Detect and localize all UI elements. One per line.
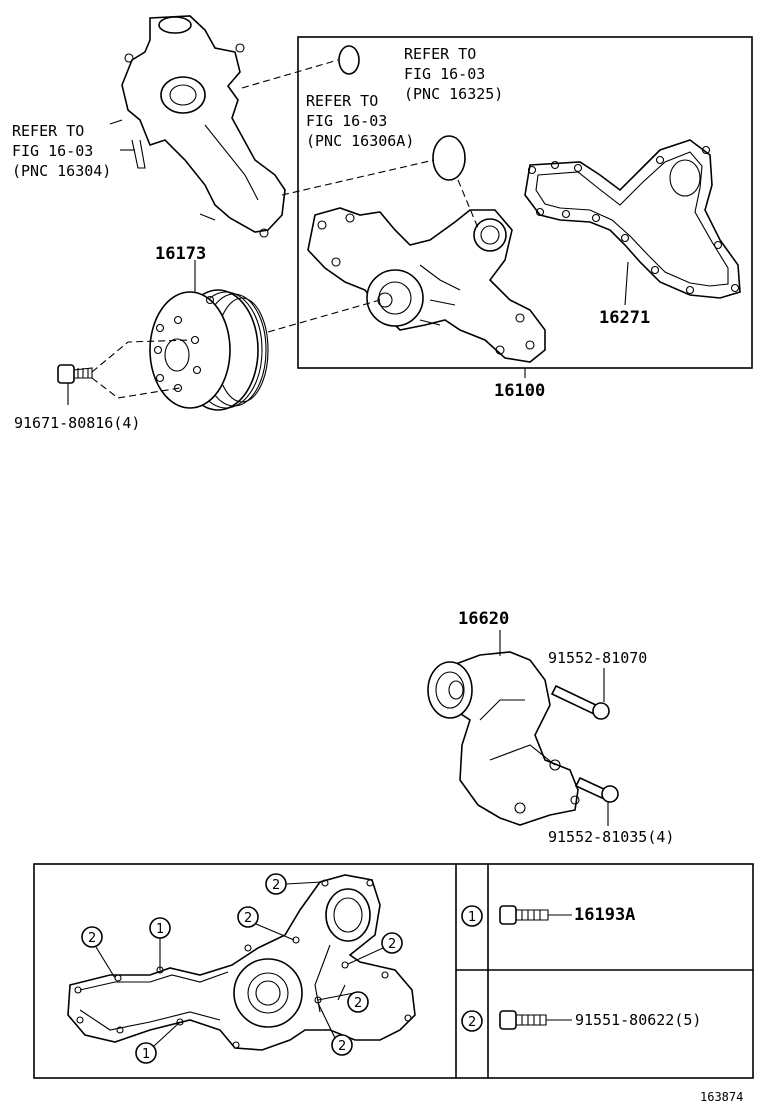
water-pump-body <box>307 207 546 363</box>
callout-2-e: 2 <box>317 991 369 1013</box>
refer-label-a-line-3: (PNC 16325) <box>404 85 503 103</box>
svg-text:2: 2 <box>468 1015 476 1030</box>
svg-text:2: 2 <box>388 937 396 952</box>
svg-text:1: 1 <box>468 910 476 925</box>
part-number-tensioner-bolt-a: 91552-81070 <box>548 649 647 667</box>
pulley-bolt <box>57 364 93 384</box>
part-number-91551-80622: 91551-80622(5) <box>575 1011 701 1029</box>
svg-text:2: 2 <box>244 911 252 926</box>
part-number-tensioner-bolt-b: 91552-81035(4) <box>548 828 674 846</box>
refer-label-b-line-3: (PNC 16306A) <box>306 132 414 150</box>
legend-callout-2: 2 <box>461 1010 483 1032</box>
refer-label-b-line-1: REFER TO <box>306 92 378 110</box>
figure-id: 163874 <box>700 1090 743 1104</box>
refer-label-c-line-1: REFER TO <box>12 122 84 140</box>
part-number-16271: 16271 <box>599 308 650 328</box>
svg-text:1: 1 <box>142 1047 150 1062</box>
legend-callout-1: 1 <box>461 905 483 927</box>
part-number-16100: 16100 <box>494 381 545 401</box>
water-pump-pulley <box>149 289 269 411</box>
refer-label-a-line-2: FIG 16-03 <box>404 65 485 83</box>
part-number-16173: 16173 <box>155 244 206 264</box>
tensioner-bolt-b <box>574 776 619 803</box>
callout-2-c: 2 <box>237 906 295 941</box>
o-ring-small <box>338 45 360 75</box>
callout-1-a: 1 <box>149 917 171 970</box>
part-number-pulley-bolt: 91671-80816(4) <box>14 414 140 432</box>
svg-text:2: 2 <box>354 996 362 1011</box>
callout-2-d: 2 <box>347 932 403 965</box>
refer-label-a-line-1: REFER TO <box>404 45 476 63</box>
svg-text:1: 1 <box>156 922 164 937</box>
o-ring-large <box>432 135 466 181</box>
tensioner-bolt-a <box>550 684 610 720</box>
bolt-location-pump-outline <box>67 874 416 1051</box>
belt-tensioner <box>427 651 580 826</box>
water-pump-gasket <box>524 139 741 299</box>
svg-text:2: 2 <box>88 931 96 946</box>
legend-bolt-91551 <box>499 1010 572 1030</box>
refer-label-c-line-3: (PNC 16304) <box>12 162 111 180</box>
refer-label-b-line-2: FIG 16-03 <box>306 112 387 130</box>
callout-2-f: 2 <box>317 1002 353 1056</box>
part-number-16193a: 16193A <box>574 905 635 925</box>
part-number-16620: 16620 <box>458 609 509 629</box>
bolt-location-frame <box>33 863 754 1079</box>
water-inlet-housing <box>109 15 286 238</box>
refer-label-c-line-2: FIG 16-03 <box>12 142 93 160</box>
callout-2-b: 2 <box>265 873 323 895</box>
legend-bolt-16193a <box>499 905 572 925</box>
callout-1-b: 1 <box>135 1021 181 1064</box>
callout-2-a: 2 <box>81 926 116 979</box>
svg-text:2: 2 <box>272 878 280 893</box>
svg-text:2: 2 <box>338 1039 346 1054</box>
